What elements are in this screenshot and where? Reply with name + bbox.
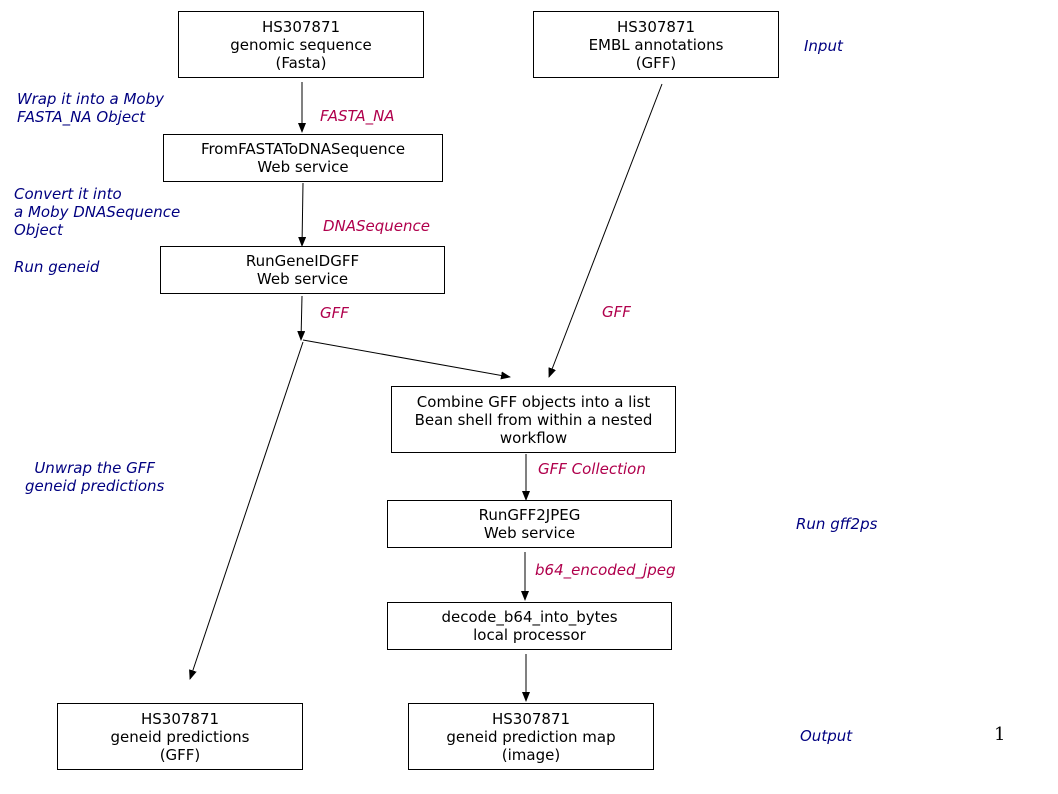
note-convert: Convert it into a Moby DNASequence Objec… (14, 185, 180, 239)
box-line: Bean shell from within a nested (414, 410, 653, 429)
geneid-predictions-box: HS307871 geneid predictions (GFF) (57, 703, 303, 770)
arrow-embl-to-combine (548, 83, 663, 378)
note-run-gff2ps: Run gff2ps (796, 515, 877, 533)
fromfasta-service-box: FromFASTAToDNASequence Web service (163, 134, 443, 182)
arrow-branch-to-combine (302, 339, 511, 380)
box-line: HS307871 (261, 17, 341, 36)
box-line: genomic sequence (230, 35, 372, 54)
edge-label-dnasequence: DNASequence (323, 217, 431, 235)
edge-label-gff-collection: GFF Collection (538, 460, 646, 478)
box-line: EMBL annotations (588, 35, 724, 54)
combine-gff-box: Combine GFF objects into a list Bean she… (391, 386, 676, 453)
arrow-fromfasta-to-rungeneid (298, 182, 307, 247)
box-line: Web service (257, 158, 349, 176)
embl-annotations-box: HS307871 EMBL annotations (GFF) (533, 11, 779, 78)
genomic-sequence-box: HS307871 genomic sequence (Fasta) (178, 11, 424, 78)
note-line: FASTA_NA Object (17, 108, 146, 126)
box-line: RunGFF2JPEG (478, 506, 581, 524)
box-line: geneid predictions (110, 727, 250, 746)
note-run-geneid: Run geneid (14, 258, 99, 276)
note-line: Output (800, 727, 853, 745)
note-output: Output (800, 727, 852, 745)
box-line: Web service (256, 270, 349, 288)
note-line: a Moby DNASequence (14, 203, 181, 221)
rungff2jpeg-service-box: RunGFF2JPEG Web service (387, 500, 672, 548)
page-number: 1 (994, 724, 1006, 745)
note-line: Wrap it into a Moby (17, 90, 165, 108)
edge-label-fasta-na: FASTA_NA (320, 107, 395, 125)
note-line: Object (14, 221, 63, 239)
box-line: geneid prediction map (446, 727, 616, 746)
box-line: FromFASTAToDNASequence (200, 140, 406, 158)
box-line: Combine GFF objects into a list (416, 392, 651, 411)
edge-label-gff-left: GFF (320, 304, 349, 322)
note-unwrap: Unwrap the GFF geneid predictions (25, 459, 164, 495)
box-line: decode_b64_into_bytes (441, 608, 618, 626)
arrow-branch-to-predictions (189, 341, 304, 680)
box-line: HS307871 (616, 17, 696, 36)
box-line: (GFF) (159, 745, 201, 764)
arrow-rungeneid-to-branch (297, 295, 306, 341)
rungeneid-service-box: RunGeneIDGFF Web service (160, 246, 445, 294)
note-line: Unwrap the GFF (34, 459, 155, 477)
box-line: (image) (501, 745, 561, 764)
box-line: local processor (473, 626, 586, 644)
edge-label-gff-right: GFF (602, 303, 631, 321)
box-line: HS307871 (140, 709, 220, 728)
note-line: Convert it into (14, 185, 122, 203)
box-line: RunGeneIDGFF (245, 252, 360, 270)
edge-label-b64-encoded-jpeg: b64_encoded_jpeg (535, 561, 676, 579)
box-line: (GFF) (635, 53, 677, 72)
box-line: (Fasta) (275, 53, 327, 72)
note-input: Input (804, 37, 843, 55)
note-wrap: Wrap it into a Moby FASTA_NA Object (17, 90, 164, 126)
note-line: geneid predictions (25, 477, 165, 495)
box-line: workflow (499, 428, 568, 447)
note-line: Input (804, 37, 843, 55)
box-line: HS307871 (491, 709, 571, 728)
note-line: Run geneid (14, 258, 100, 276)
decode-processor-box: decode_b64_into_bytes local processor (387, 602, 672, 650)
note-line: Run gff2ps (796, 515, 878, 533)
box-line: Web service (483, 524, 576, 542)
prediction-map-box: HS307871 geneid prediction map (image) (408, 703, 654, 770)
